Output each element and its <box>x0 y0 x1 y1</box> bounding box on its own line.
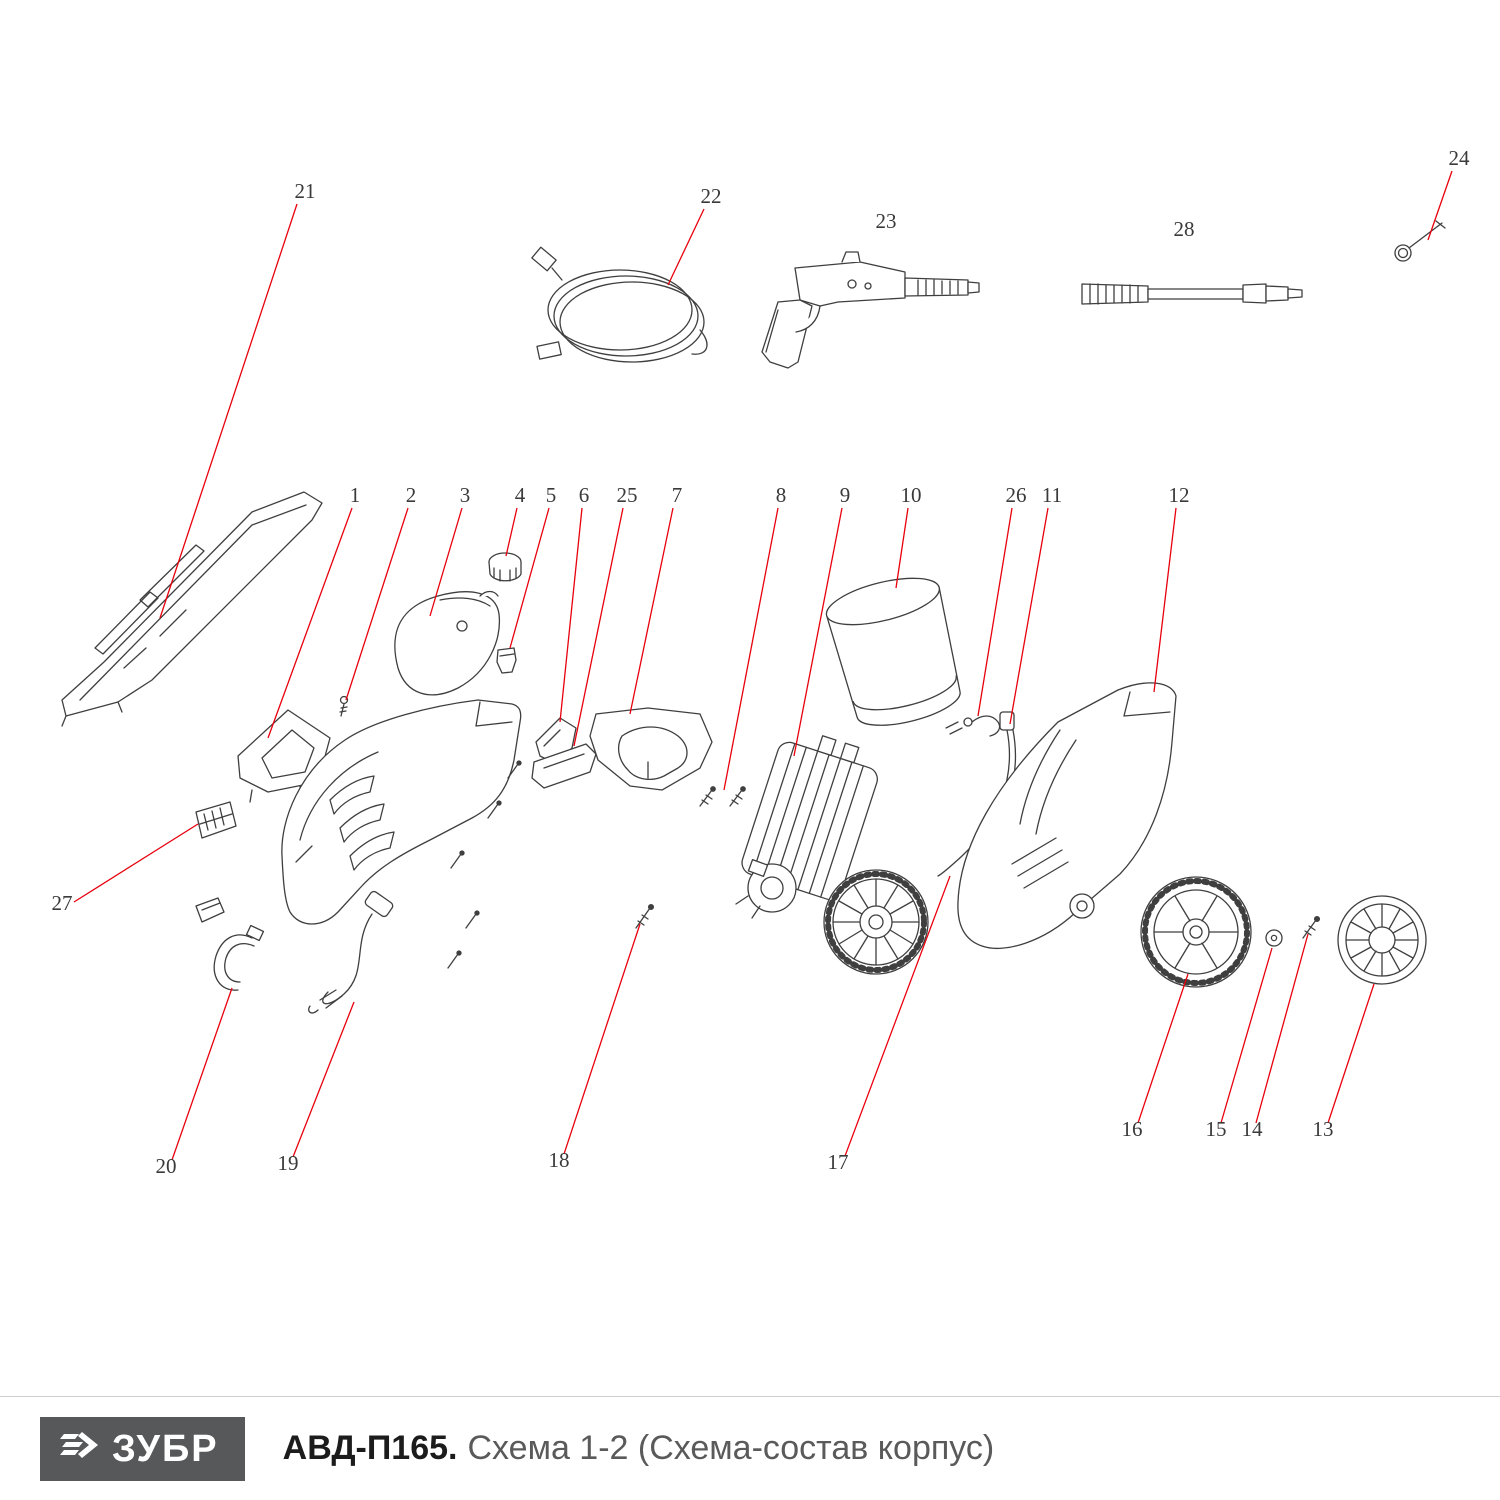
part-20-hose <box>213 924 265 991</box>
part-5-nozzle-fitting <box>496 647 517 674</box>
part-15-washer <box>1265 929 1283 947</box>
leader-line-13 <box>1327 983 1375 1124</box>
leader-line-24 <box>1427 170 1453 241</box>
leader-line-8 <box>723 507 779 791</box>
part-3-detergent-tank <box>394 590 501 696</box>
part-13-wheel-cap <box>1337 895 1427 985</box>
leader-line-10 <box>895 507 909 589</box>
leader-line-27 <box>73 823 199 903</box>
leader-line-6 <box>559 507 583 723</box>
leader-line-26 <box>977 507 1013 717</box>
part-7-support-plate <box>589 707 713 791</box>
part-label-17: 17 <box>828 1150 849 1174</box>
part-label-7: 7 <box>672 483 683 507</box>
zubr-logo: ЗУБР <box>40 1416 245 1481</box>
part-18-screw <box>635 903 655 929</box>
leader-line-14 <box>1255 933 1309 1124</box>
part-label-20: 20 <box>156 1154 177 1178</box>
leader-line-1 <box>267 507 353 739</box>
part-23-spray-gun <box>761 251 980 369</box>
part-label-14: 14 <box>1242 1117 1264 1141</box>
middle-housing <box>281 699 522 925</box>
motor-fan-wheel <box>823 869 929 975</box>
part-label-13: 13 <box>1313 1117 1334 1141</box>
leader-line-17 <box>844 875 951 1157</box>
part-label-22: 22 <box>701 184 722 208</box>
leader-line-25 <box>573 507 624 747</box>
leader-line-21 <box>159 203 298 619</box>
part-16-wheel <box>1140 876 1252 988</box>
part-21-top-panel <box>61 491 323 727</box>
leader-line-7 <box>629 507 674 715</box>
part-12-rear-housing <box>957 682 1177 950</box>
part-label-21: 21 <box>295 179 316 203</box>
leader-line-2 <box>345 507 409 701</box>
leader-line-16 <box>1137 973 1189 1124</box>
part-label-26: 26 <box>1006 483 1027 507</box>
part-label-15: 15 <box>1206 1117 1227 1141</box>
part-1-bracket <box>237 709 331 803</box>
part-28-lance <box>1081 283 1303 305</box>
part-14-screw <box>1302 915 1321 939</box>
part-label-24: 24 <box>1449 146 1471 170</box>
part-22-hose <box>531 246 708 363</box>
part-8-screws <box>699 786 746 807</box>
leader-line-12 <box>1153 507 1177 693</box>
leader-line-19 <box>292 1001 355 1158</box>
leader-line-4 <box>505 507 518 557</box>
leader-lines <box>73 170 1453 1161</box>
part-label-9: 9 <box>840 483 851 507</box>
part-label-27: 27 <box>52 891 73 915</box>
part-label-3: 3 <box>460 483 471 507</box>
part-label-10: 10 <box>901 483 922 507</box>
assembly-screws <box>447 760 522 969</box>
leader-line-22 <box>667 208 705 286</box>
part-label-25: 25 <box>617 483 638 507</box>
part-label-18: 18 <box>549 1148 570 1172</box>
part-19-power-cord <box>308 890 394 1014</box>
part-label-2: 2 <box>406 483 417 507</box>
part-4-tank-cap <box>488 552 522 582</box>
zubr-arrow-icon <box>58 1429 100 1468</box>
part-9-motor <box>735 735 878 919</box>
part-27-connector-block <box>195 801 237 839</box>
part-25-mount-plate <box>531 743 597 789</box>
part-24-pin <box>1394 220 1446 262</box>
schema-subtitle: Схема 1-2 (Схема-состав корпус) <box>467 1429 995 1467</box>
leader-line-5 <box>509 507 550 649</box>
leader-line-18 <box>563 923 641 1155</box>
footer: ЗУБР АВД-П165.Схема 1-2 (Схема-состав ко… <box>0 1396 1500 1500</box>
part-10-motor-sleeve <box>825 577 961 726</box>
model-name: АВД-П165. <box>282 1429 458 1467</box>
part-label-11: 11 <box>1042 483 1062 507</box>
part-label-4: 4 <box>515 483 526 507</box>
leader-line-3 <box>429 507 463 617</box>
leader-line-11 <box>1009 507 1049 725</box>
parts-diagram: 2122232824123456257891026111227201918171… <box>52 146 1471 1178</box>
zubr-logo-text: ЗУБР <box>112 1427 219 1470</box>
part-label-8: 8 <box>776 483 787 507</box>
part-label-28: 28 <box>1174 217 1195 241</box>
part-label-12: 12 <box>1169 483 1190 507</box>
leader-line-15 <box>1220 947 1273 1124</box>
part-26-sensor-cable <box>945 715 1001 737</box>
diagram-title: АВД-П165.Схема 1-2 (Схема-состав корпус) <box>283 1429 995 1468</box>
part-2-screw <box>339 695 349 717</box>
part-label-5: 5 <box>546 483 557 507</box>
part-label-23: 23 <box>876 209 897 233</box>
leader-line-9 <box>793 507 843 757</box>
small-clip <box>195 897 225 923</box>
leader-line-20 <box>171 987 233 1161</box>
part-label-19: 19 <box>278 1151 299 1175</box>
part-label-1: 1 <box>350 483 361 507</box>
part-label-6: 6 <box>579 483 590 507</box>
part-label-16: 16 <box>1122 1117 1143 1141</box>
